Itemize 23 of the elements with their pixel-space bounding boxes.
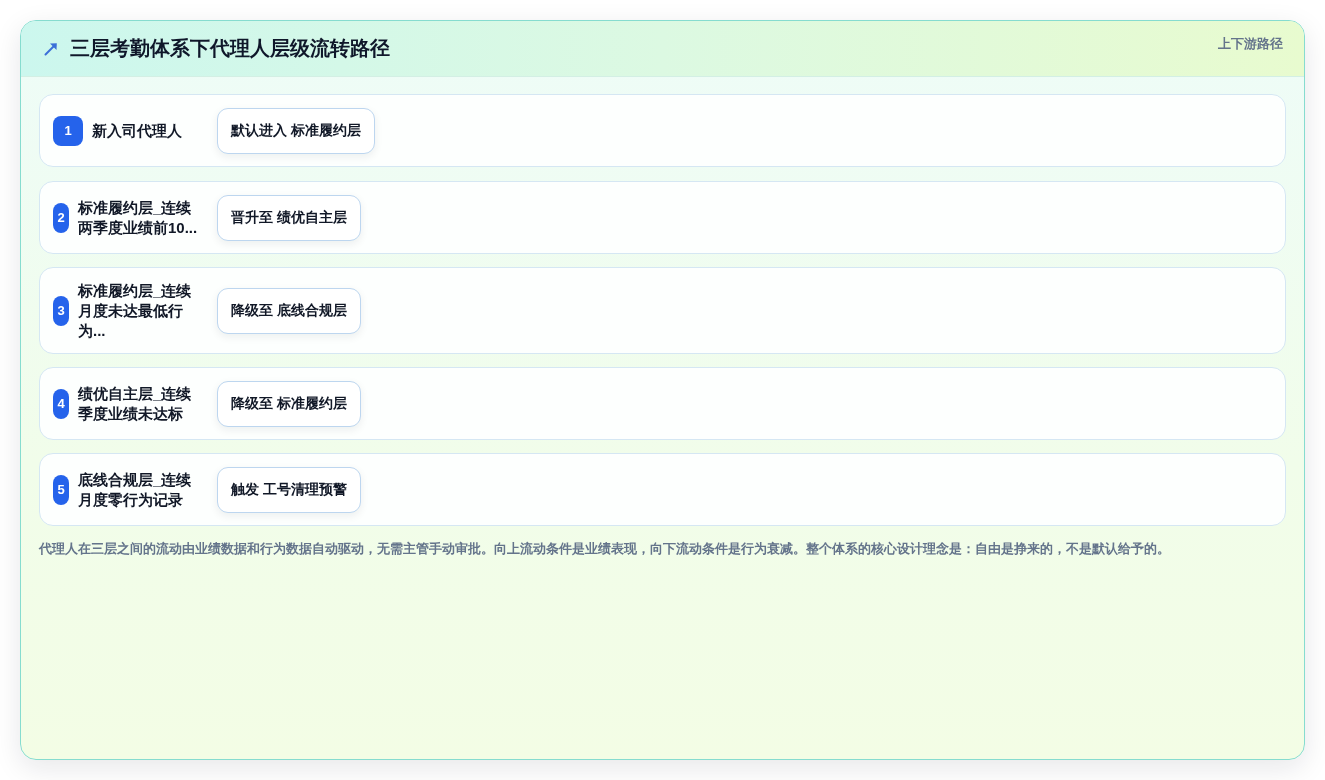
result-tag: 默认进入 标准履约层 — [217, 107, 375, 154]
row-card — [39, 453, 1286, 526]
number-badge: 1 — [53, 115, 83, 146]
number-badge: 5 — [53, 474, 69, 505]
condition-text: 绩优自主层_连续季度业绩未达标 — [78, 383, 193, 424]
row-card — [39, 367, 1286, 440]
condition-text: 标准履约层_连续两季度业绩前10... — [78, 197, 199, 238]
number-badge: 2 — [53, 202, 69, 233]
number-badge: 4 — [53, 388, 69, 419]
condition-text: 新入司代理人 — [92, 120, 182, 141]
result-tag: 降级至 标准履约层 — [217, 380, 361, 427]
note-text: 代理人在三层之间的流动由业绩数据和行为数据自动驱动，无需主管手动审批。向上流动条件是业绩表现，向下流动条件是行为衰减。整个体系的核心设计理念是：自由是挣来的，不是默认给予的。 — [39, 540, 1170, 558]
result-tag: 降级至 底线合规层 — [217, 287, 361, 334]
result-tag: 晋升至 绩优自主层 — [217, 194, 361, 241]
row-card — [39, 94, 1286, 167]
header-label: 上下游路径 — [1218, 35, 1283, 53]
number-badge: 3 — [53, 295, 69, 326]
result-tag: 触发 工号清理预警 — [217, 466, 361, 513]
row-card — [39, 267, 1286, 354]
condition-text: 标准履约层_连续月度未达最低行为... — [78, 280, 193, 341]
condition-text: 底线合规层_连续月度零行为记录 — [78, 469, 193, 510]
row-card — [39, 181, 1286, 254]
title: 三层考勤体系下代理人层级流转路径 — [70, 36, 390, 61]
